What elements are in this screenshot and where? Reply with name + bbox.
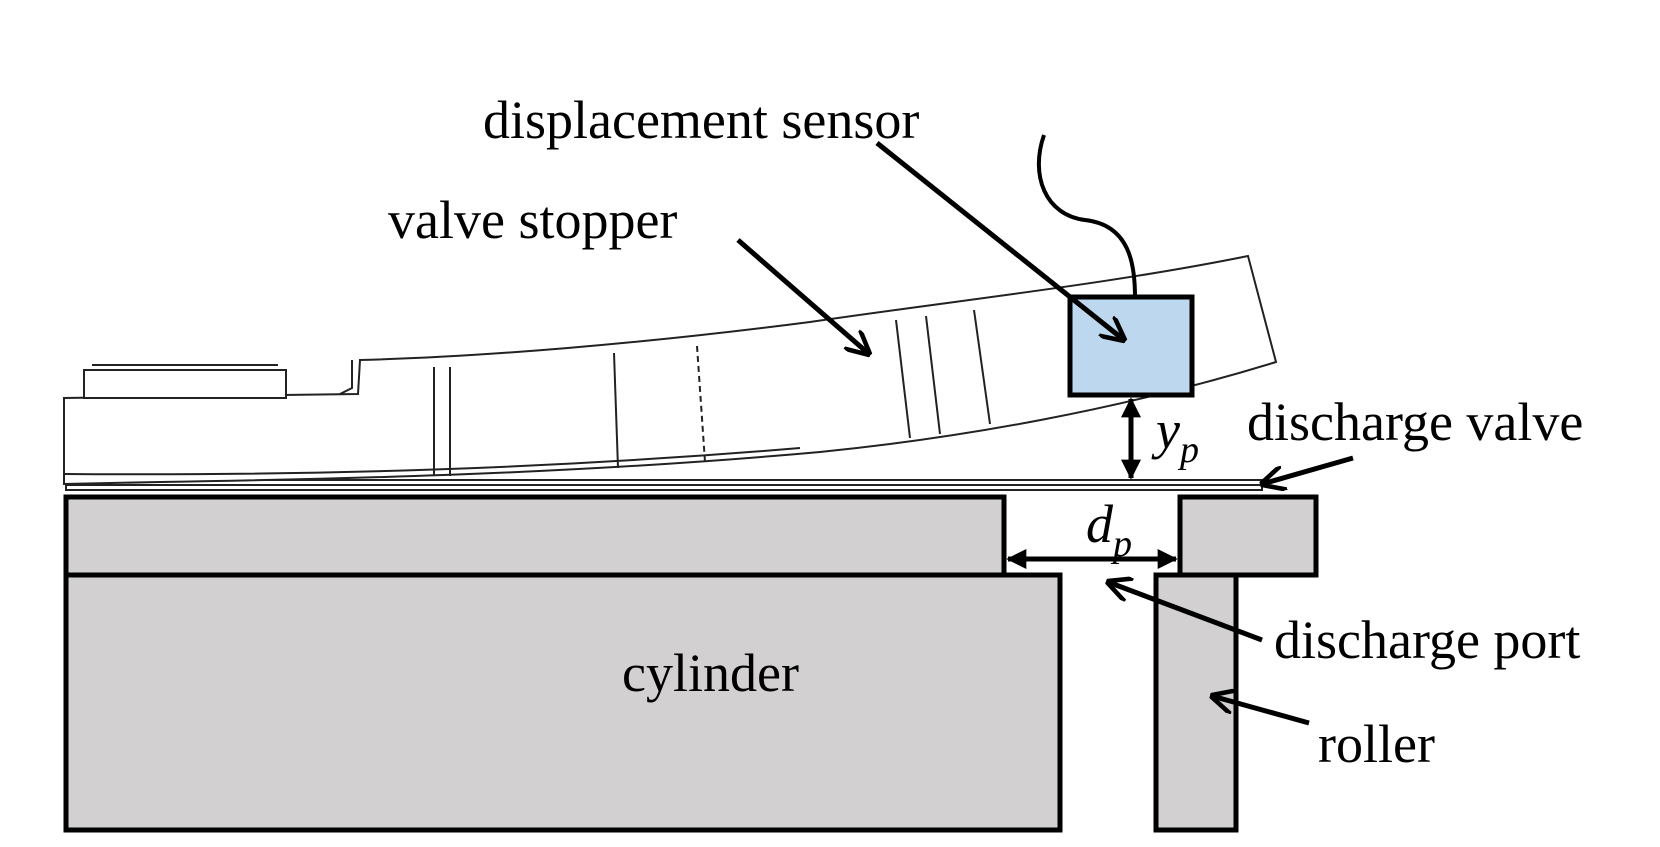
label-discharge-valve: discharge valve [1247,392,1583,452]
label-valve-stopper: valve stopper [388,190,677,250]
leader-discharge-port [1108,582,1263,643]
symbol-lift-sub: p [1177,429,1199,471]
label-roller: roller [1318,714,1435,774]
label-discharge-port: discharge port [1274,610,1580,670]
cylinder-body [63,572,1063,833]
label-cylinder: cylinder [622,643,799,703]
leader-displacement-sensor [875,141,1124,340]
symbol-diameter-sub: p [1110,523,1132,565]
symbol-lift-main: y [1151,400,1180,460]
symbol-diameter-main: d [1086,494,1114,554]
cylinder-upper-plate [63,494,1007,578]
leader-valve-stopper [736,238,869,354]
port-right-plate [1177,494,1319,578]
symbol-lift: yp [1151,400,1199,471]
leader-discharge-valve [1262,455,1354,484]
symbol-diameter: dp [1086,494,1132,565]
leader-roller [1212,696,1310,726]
label-displacement-sensor: displacement sensor [483,90,919,150]
valve-stopper [63,254,1278,486]
sensor-cable [1036,134,1137,298]
